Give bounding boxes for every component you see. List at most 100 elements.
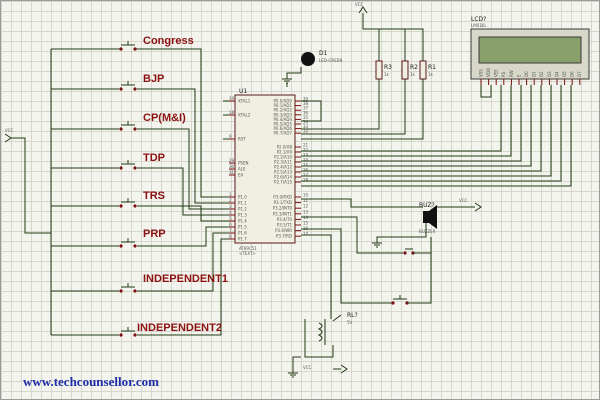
- mcu-pin-number: 19: [229, 96, 235, 101]
- mcu-pin-label: P2.5/A13: [274, 170, 292, 175]
- vcc-terminal-left: VCC: [4, 128, 14, 143]
- lcd-pin-label: E: [516, 74, 521, 77]
- resistor-r2-value: 1k: [410, 72, 416, 77]
- lcd-pin-label: D4: [554, 71, 559, 77]
- button-prp[interactable]: [119, 238, 137, 248]
- button-tdp[interactable]: [119, 160, 137, 170]
- relay-coil-icon: [317, 322, 323, 342]
- vcc-terminal-right: VCC: [437, 198, 482, 212]
- lcd-screen: [478, 36, 582, 64]
- led-part: LED-GREEN: [319, 58, 342, 63]
- mcu-pin-label: P1.3: [238, 213, 247, 218]
- mcu-pin-label: P0.2/AD2: [274, 108, 293, 113]
- mcu-pin-label: P3.2/INT0: [273, 206, 293, 211]
- mcu-pin-label: P0.1/AD1: [274, 103, 293, 108]
- resistor-r1-value: 1k: [428, 72, 434, 77]
- mcu-pin-number: 18: [229, 110, 235, 115]
- lcd-pin-label: D3: [547, 71, 552, 77]
- mcu-pin-number: 1: [229, 192, 232, 197]
- mcu-aux-wires: [223, 100, 229, 140]
- mcu-pin-number: 10: [303, 193, 309, 198]
- switch-lower[interactable]: [301, 228, 432, 305]
- mcu-body: [234, 94, 296, 244]
- lcd-pin-label: VSS: [478, 69, 483, 77]
- mcu-pin-label: P2.6/A14: [274, 175, 292, 180]
- resistors: R3 1k R2 1k R1 1k: [375, 60, 436, 80]
- mcu-pin-number: 7: [229, 228, 232, 233]
- mcu-left-pins: XTAL119XTAL218RST9PSEN29ALE30EA31P1.01P1…: [229, 96, 251, 242]
- lcd-pin-label: D7: [577, 71, 582, 77]
- relay-value: 5V: [347, 320, 353, 325]
- button-independent1[interactable]: [119, 283, 137, 293]
- vcc-label-left: VCC: [5, 128, 14, 133]
- mcu-pin-label: P1.7: [238, 237, 247, 242]
- mcu-pin-label: P2.7/A15: [274, 180, 292, 185]
- mcu-pin-number: 30: [229, 164, 235, 169]
- mcu-pin-number: 2: [229, 198, 232, 203]
- led-ref: D1: [319, 50, 328, 57]
- mcu-text-hint: <TEXT>: [239, 251, 256, 256]
- buzzer-part: BUZZER: [419, 229, 436, 234]
- mcu-pin-label: P3.3/INT1: [273, 211, 293, 216]
- buzzer-ref: BUZ?: [419, 202, 435, 209]
- mcu-pin-number: 25: [303, 163, 309, 168]
- lcd-part: LM016L: [471, 23, 487, 28]
- relay-ref: RL?: [347, 312, 358, 319]
- mcu-pin-label: P3.6/WR: [275, 228, 292, 233]
- button-cpm[interactable]: [119, 121, 137, 131]
- resistor-r1: [419, 60, 427, 80]
- mcu-pin-number: 31: [229, 170, 235, 175]
- mcu-pin-number: 5: [229, 216, 232, 221]
- mcu-pin-number: 28: [303, 178, 309, 183]
- button-congress[interactable]: [119, 41, 137, 51]
- lcd-pin-label: VDD: [486, 68, 491, 77]
- mcu-pin-label: P0.3/AD3: [274, 112, 293, 117]
- mcu-pin-label: P1.2: [238, 207, 247, 212]
- mcu-pin-number: 37: [303, 106, 309, 111]
- button-label-trs: TRS: [143, 190, 165, 202]
- mcu-pin-number: 38: [303, 101, 309, 106]
- mcu-pin-label: P0.0/AD0: [274, 99, 293, 104]
- mcu-pin-number: 4: [229, 210, 232, 215]
- lcd-pin-label: D0: [524, 71, 529, 77]
- mcu-pin-label: P2.4/A12: [274, 165, 292, 170]
- button-label-tdp: TDP: [143, 152, 165, 164]
- switch-middle[interactable]: [301, 216, 432, 255]
- button-trs[interactable]: [119, 198, 137, 208]
- mcu-pin-label: P3.5/T1: [277, 223, 293, 228]
- vcc-terminal-top: VCC: [355, 2, 368, 14]
- button-independent2[interactable]: [119, 327, 137, 337]
- mcu-pin-number: 8: [229, 234, 232, 239]
- lcd-pin-label: D2: [539, 71, 544, 77]
- led-d1: D1 LED-GREEN: [282, 50, 342, 84]
- lcd-bus-wires: [301, 13, 572, 187]
- mcu-pin-label: XTAL2: [238, 113, 251, 118]
- mcu-pin-label: P3.7/RD: [276, 234, 292, 239]
- website-url[interactable]: www.techcounsellor.com: [23, 374, 160, 389]
- mcu-pin-label: P0.7/AD7: [274, 131, 293, 136]
- buzzer: BUZ? BUZZER: [301, 198, 437, 248]
- lcd-pin-label: RS: [501, 71, 506, 77]
- mcu-pin-label: P1.6: [238, 231, 247, 236]
- mcu-pin-label: PSEN: [238, 161, 248, 166]
- button-label-prp: PRP: [143, 228, 166, 240]
- mcu-u1: U1 AT89C51 <TEXT> XTAL119XTAL218RST9PSEN…: [229, 88, 309, 256]
- mcu-pin-number: 27: [303, 173, 309, 178]
- mcu-pin-number: 33: [303, 124, 309, 129]
- mcu-pin-label: P1.5: [238, 225, 247, 230]
- mcu-pin-label: RST: [238, 137, 246, 142]
- push-buttons: Congress BJP CP(M&I) TDP TRS PRP: [119, 35, 228, 337]
- button-bjp[interactable]: [119, 81, 137, 91]
- button-label-independent2: INDEPENDENT2: [137, 322, 222, 334]
- mcu-pin-label: P3.4/T0: [277, 217, 293, 222]
- button-label-cpm: CP(M&I): [143, 112, 186, 124]
- mcu-pin-label: XTAL1: [238, 99, 251, 104]
- mcu-pin-label: P1.4: [238, 219, 247, 224]
- mcu-pin-number: 17: [303, 232, 309, 237]
- vcc-label-bottom: VCC: [303, 365, 312, 370]
- lcd-ref: LCD?: [471, 16, 486, 23]
- mcu-pin-number: 11: [303, 198, 309, 203]
- mcu-pin-number: 35: [303, 115, 309, 120]
